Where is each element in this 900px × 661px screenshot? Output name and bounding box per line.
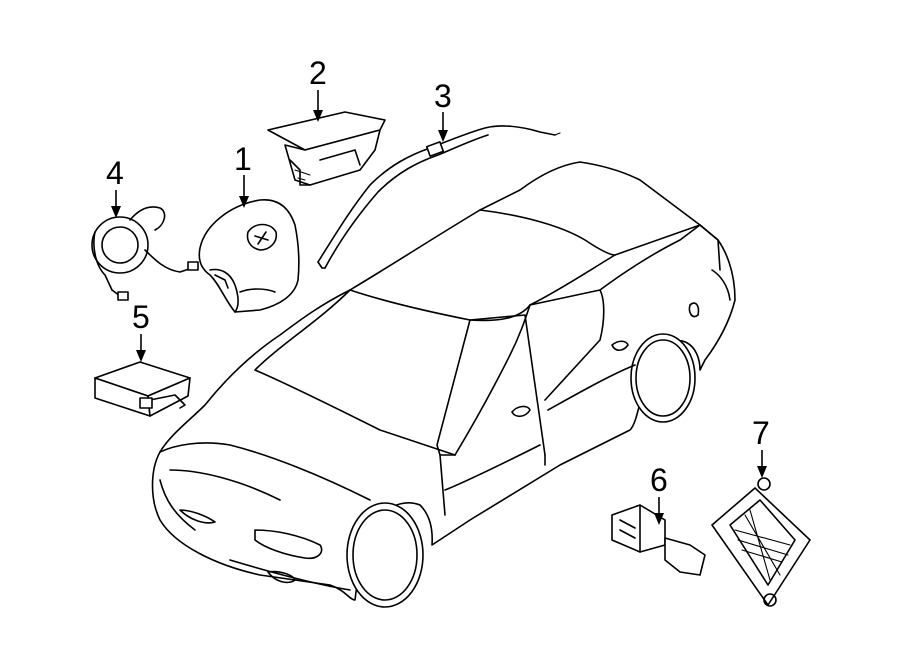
callout-7: 7 [752,415,770,478]
curtain-airbag [317,125,561,269]
callout-number: 1 [234,141,252,177]
callout-number: 3 [434,78,452,114]
callout-6: 6 [650,462,668,525]
passenger-airbag-module [267,111,386,186]
callout-1: 1 [234,141,252,208]
callout-number: 2 [309,55,327,91]
callout-number: 7 [752,415,770,451]
callout-number: 5 [132,299,150,335]
callout-number: 4 [106,155,124,191]
callout-4: 4 [106,155,124,218]
callout-5: 5 [132,299,150,362]
occupant-classification-sensor [711,477,811,607]
driver-airbag-module [198,199,300,313]
airbag-control-module [94,361,191,417]
impact-sensor [611,504,706,576]
clockspring [91,206,199,301]
callout-2: 2 [309,55,327,122]
callout-number: 6 [650,462,668,498]
callout-3: 3 [434,78,452,142]
sedan-car [151,161,736,608]
